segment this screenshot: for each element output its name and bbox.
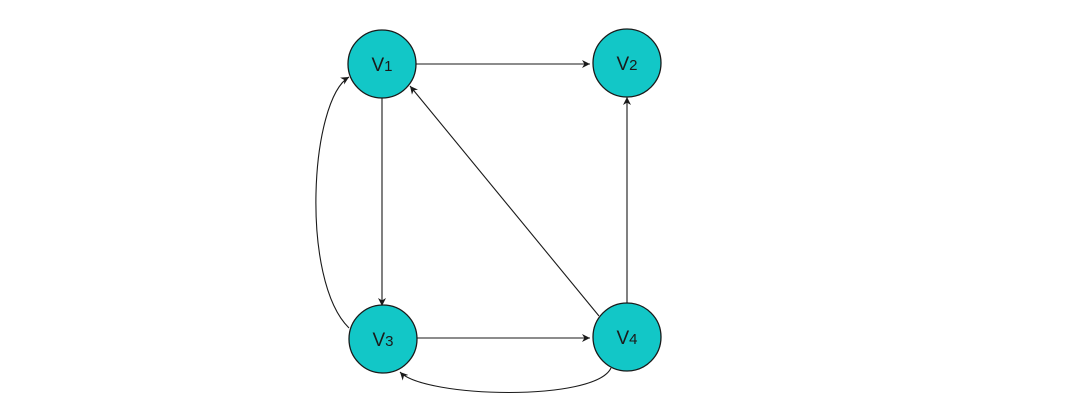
node-v3-circle: [348, 304, 418, 374]
node-v2: V2: [592, 28, 662, 98]
node-v2-circle: [592, 28, 662, 98]
node-v2-label: V2: [616, 54, 637, 75]
node-v3-label: V3: [372, 330, 393, 351]
node-v1-label: V1: [371, 55, 392, 76]
edge-v4-v3: [399, 367, 612, 394]
edge-v3-v1: [315, 76, 350, 329]
node-v1: V1: [347, 29, 417, 99]
node-v4: V4: [592, 302, 662, 372]
edge-v4-v1: [409, 85, 600, 317]
node-v1-circle: [347, 29, 417, 99]
node-v3: V3: [348, 304, 418, 374]
node-v4-label: V4: [616, 328, 637, 349]
node-v4-circle: [592, 302, 662, 372]
edges: [315, 60, 631, 394]
